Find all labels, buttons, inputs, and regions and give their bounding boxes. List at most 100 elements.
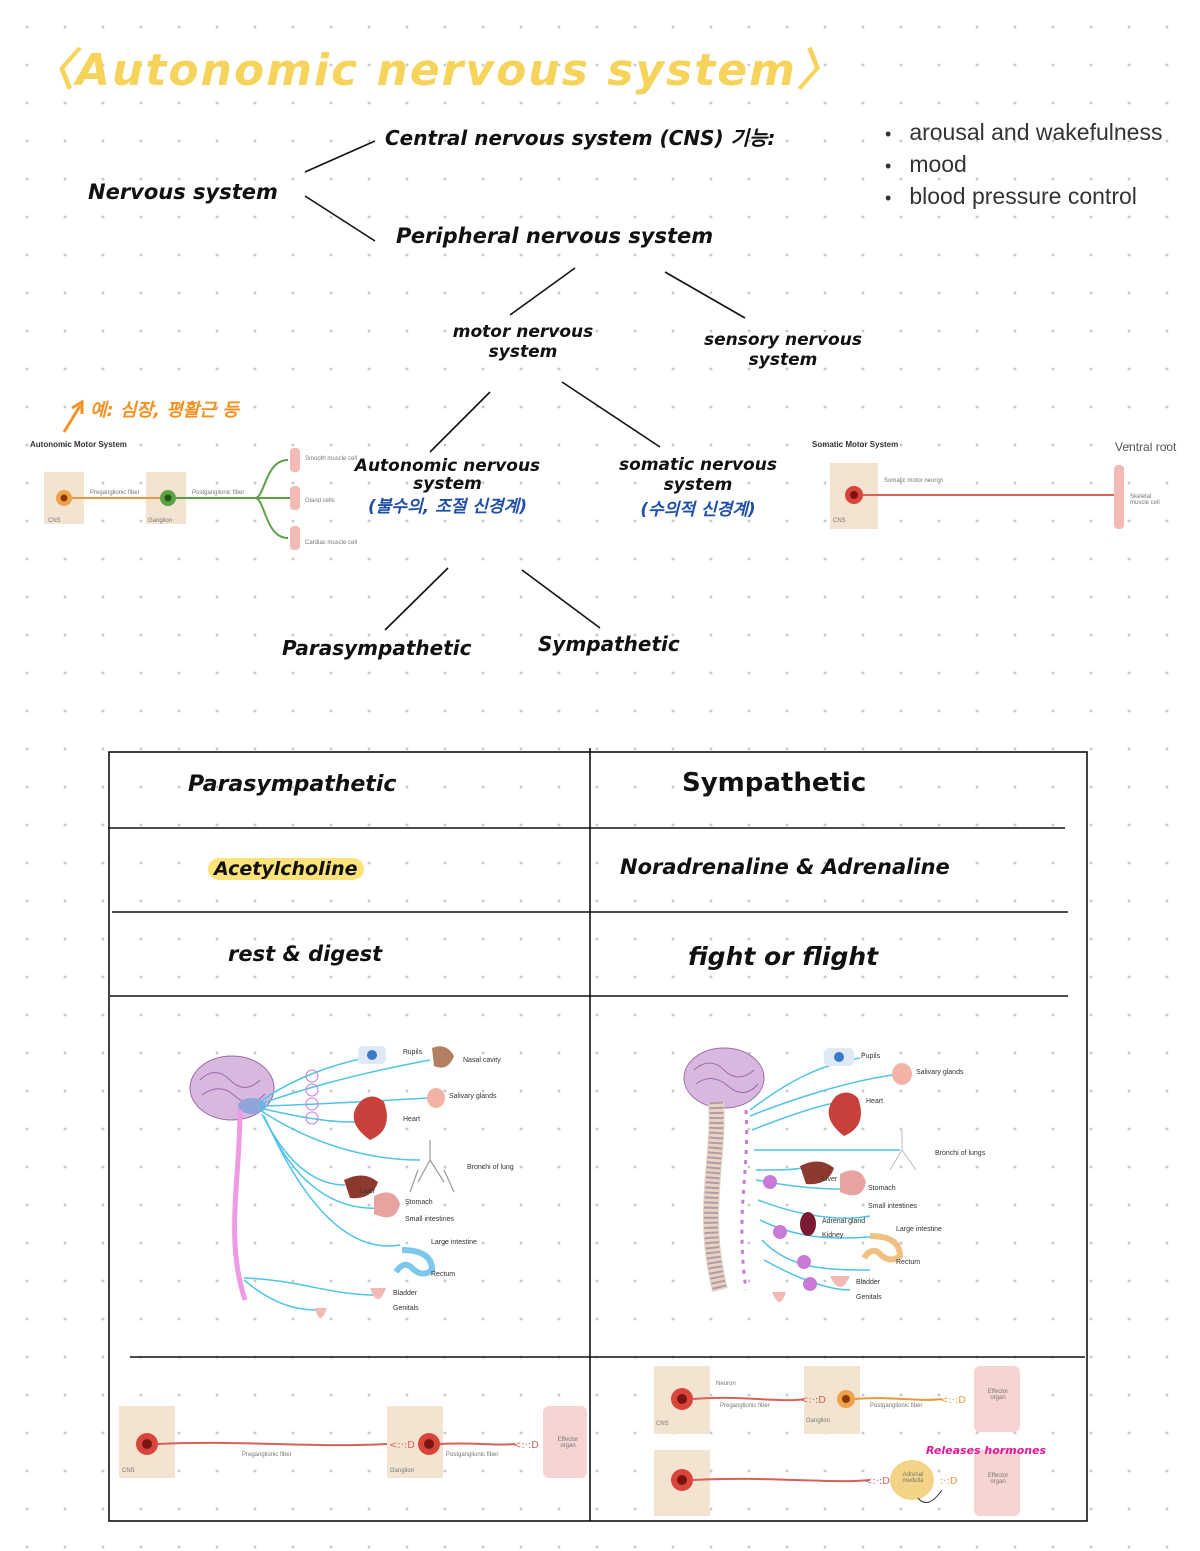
page-title: 〈Autonomic nervous system〉 bbox=[30, 45, 843, 96]
symp-organ-large-intestine: Large intestine bbox=[896, 1226, 942, 1233]
node-motor: motor nervous system bbox=[433, 322, 613, 362]
node-autonomic-line2: system bbox=[413, 474, 482, 494]
para-organ-stomach: Stomach bbox=[405, 1199, 433, 1206]
para-organ-genitals: Genitals bbox=[393, 1305, 419, 1312]
symp-organ-salivary: Salivary glands bbox=[916, 1069, 964, 1076]
symp-path-effector-2: Effector organ bbox=[987, 1473, 1009, 1485]
symp-path-adrenal: Adrenal medulla bbox=[902, 1472, 924, 1484]
symp-organ-stomach: Stomach bbox=[868, 1185, 896, 1192]
symp-organ-rectum: Rectum bbox=[896, 1259, 921, 1266]
node-parasympathetic: Parasympathetic bbox=[282, 636, 472, 660]
node-somatic-line1: somatic nervous bbox=[619, 455, 777, 475]
node-autonomic-note: (불수의, 조절 신경계) bbox=[368, 497, 527, 517]
autonomic-target-smooth: Smooth muscle cell bbox=[305, 456, 358, 462]
autonomic-diagram-title: Autonomic Motor System bbox=[30, 440, 127, 449]
symp-organ-small-intestines: Small intestines bbox=[868, 1203, 918, 1210]
table-para-response: rest & digest bbox=[228, 942, 383, 966]
annotation-text: 예: 심장, 평활근 등 bbox=[90, 400, 239, 421]
svg-text::·:D: :·:D bbox=[940, 1476, 958, 1487]
symp-path-ganglion: Ganglion bbox=[806, 1418, 831, 1424]
para-organ-bladder: Bladder bbox=[393, 1290, 418, 1297]
node-sensory-line1: sensory nervous bbox=[704, 330, 862, 350]
sympathetic-anatomy-illustration bbox=[683, 1047, 917, 1302]
table-header-parasympathetic: Parasympathetic bbox=[188, 772, 397, 797]
symp-path-effector: Effector organ bbox=[987, 1389, 1009, 1401]
svg-text:<:·:D: <:·:D bbox=[940, 1395, 966, 1406]
para-path-ganglion: Ganglion bbox=[390, 1468, 415, 1474]
autonomic-pre-label: Preganglionic fiber bbox=[90, 490, 140, 496]
autonomic-post-label: Postganglionic fiber bbox=[192, 490, 245, 496]
symp-path-neuron: Neuron bbox=[716, 1381, 736, 1387]
para-organ-salivary: Salivary glands bbox=[449, 1093, 497, 1100]
somatic-neuron-label: Somatic motor neuron bbox=[884, 478, 944, 484]
node-somatic: somatic nervous system (수의적 신경계) bbox=[603, 455, 793, 520]
symp-path-pre: Preganglionic fiber bbox=[720, 1403, 770, 1409]
cns-function-item: blood pressure control bbox=[885, 180, 1162, 212]
node-nervous-system: Nervous system bbox=[88, 180, 278, 204]
table-symp-response: fight or flight bbox=[688, 942, 879, 971]
para-organ-heart: Heart bbox=[403, 1116, 421, 1123]
symp-hormone-note: Releases hormones bbox=[926, 1444, 1047, 1457]
symp-path-post: Postganglionic fiber bbox=[870, 1403, 923, 1409]
parasympathetic-pathway: <:·: <:·:D <:·:D bbox=[119, 1406, 587, 1478]
sympathetic-pathway: <:·:D <:·:D <:·:D :·:D bbox=[654, 1366, 1020, 1516]
symp-organ-bladder: Bladder bbox=[856, 1279, 881, 1286]
para-path-cns: CNS bbox=[122, 1468, 135, 1474]
para-organ-pupils: Pupils bbox=[403, 1049, 423, 1056]
svg-text:<:·:D: <:·:D bbox=[513, 1440, 539, 1451]
node-cns-label: Central nervous system (CNS) 기능: bbox=[385, 126, 776, 150]
parasympathetic-anatomy-illustration bbox=[189, 1046, 455, 1318]
node-motor-line2: system bbox=[488, 342, 558, 362]
symp-organ-pupils: Pupils bbox=[861, 1053, 881, 1060]
cns-function-item: arousal and wakefulness bbox=[885, 116, 1162, 148]
node-sensory-line2: system bbox=[748, 350, 818, 370]
symp-organ-adrenal: Adrenal gland bbox=[822, 1218, 866, 1225]
para-organ-bronchi: Bronchi of lung bbox=[467, 1164, 514, 1171]
node-somatic-note: (수의적 신경계) bbox=[640, 500, 756, 520]
para-path-effector: Effector organ bbox=[557, 1437, 579, 1449]
node-autonomic-line1: Autonomic nervous bbox=[354, 456, 541, 476]
para-path-pre: Preganglionic fiber bbox=[242, 1452, 292, 1458]
somatic-diagram bbox=[830, 463, 1124, 529]
node-somatic-line2: system bbox=[663, 475, 733, 495]
somatic-diagram-title: Somatic Motor System bbox=[812, 440, 899, 449]
somatic-cns-label: CNS bbox=[833, 518, 846, 524]
node-sympathetic: Sympathetic bbox=[538, 632, 680, 656]
svg-text:<:·:D: <:·:D bbox=[389, 1440, 415, 1451]
table-header-sympathetic: Sympathetic bbox=[682, 768, 867, 798]
symp-organ-kidney: Kidney bbox=[822, 1232, 844, 1239]
autonomic-cns-label: CNS bbox=[48, 518, 61, 524]
cns-function-item: mood bbox=[885, 148, 1162, 180]
node-motor-line1: motor nervous bbox=[452, 322, 594, 342]
cns-function-list: arousal and wakefulness mood blood press… bbox=[885, 116, 1162, 212]
para-organ-large-intestine: Large intestine bbox=[431, 1239, 477, 1246]
somatic-target-label: Skeletal muscle cell bbox=[1130, 494, 1160, 506]
para-organ-liver: Liver bbox=[360, 1188, 376, 1195]
symp-organ-bronchi: Bronchi of lungs bbox=[935, 1150, 986, 1157]
para-path-post: Postganglionic fiber bbox=[446, 1452, 499, 1458]
table-para-transmitter: Acetylcholine bbox=[208, 858, 364, 880]
node-autonomic: Autonomic nervous system (불수의, 조절 신경계) bbox=[340, 456, 555, 517]
symp-organ-heart: Heart bbox=[866, 1098, 884, 1105]
node-cns: Central nervous system (CNS) 기능: bbox=[385, 122, 775, 151]
svg-text:<:·:D: <:·:D bbox=[800, 1395, 826, 1406]
svg-text:<:·:D: <:·:D bbox=[864, 1476, 890, 1487]
para-organ-nasal: Nasal cavity bbox=[463, 1057, 501, 1064]
symp-organ-genitals: Genitals bbox=[856, 1294, 882, 1301]
node-pns: Peripheral nervous system bbox=[396, 224, 714, 248]
node-sensory: sensory nervous system bbox=[683, 330, 883, 370]
table-symp-transmitter: Noradrenaline & Adrenaline bbox=[620, 855, 950, 879]
tree-lines bbox=[304, 140, 746, 631]
autonomic-target-gland: Gland cells bbox=[305, 498, 335, 504]
autonomic-ganglion-label: Ganglion bbox=[148, 518, 173, 524]
symp-organ-liver: Liver bbox=[822, 1176, 838, 1183]
table-para-transmitter-text: Acetylcholine bbox=[208, 858, 364, 880]
autonomic-diagram bbox=[44, 448, 300, 550]
para-organ-rectum: Rectum bbox=[431, 1271, 456, 1278]
annotation-arrow-icon bbox=[62, 399, 84, 433]
symp-path-cns: CNS bbox=[656, 1421, 669, 1427]
para-organ-small-intestines: Small intestines bbox=[405, 1216, 455, 1223]
somatic-ventral-label: Ventral root bbox=[1115, 440, 1177, 454]
autonomic-target-cardiac: Cardiac muscle cell bbox=[305, 540, 358, 546]
